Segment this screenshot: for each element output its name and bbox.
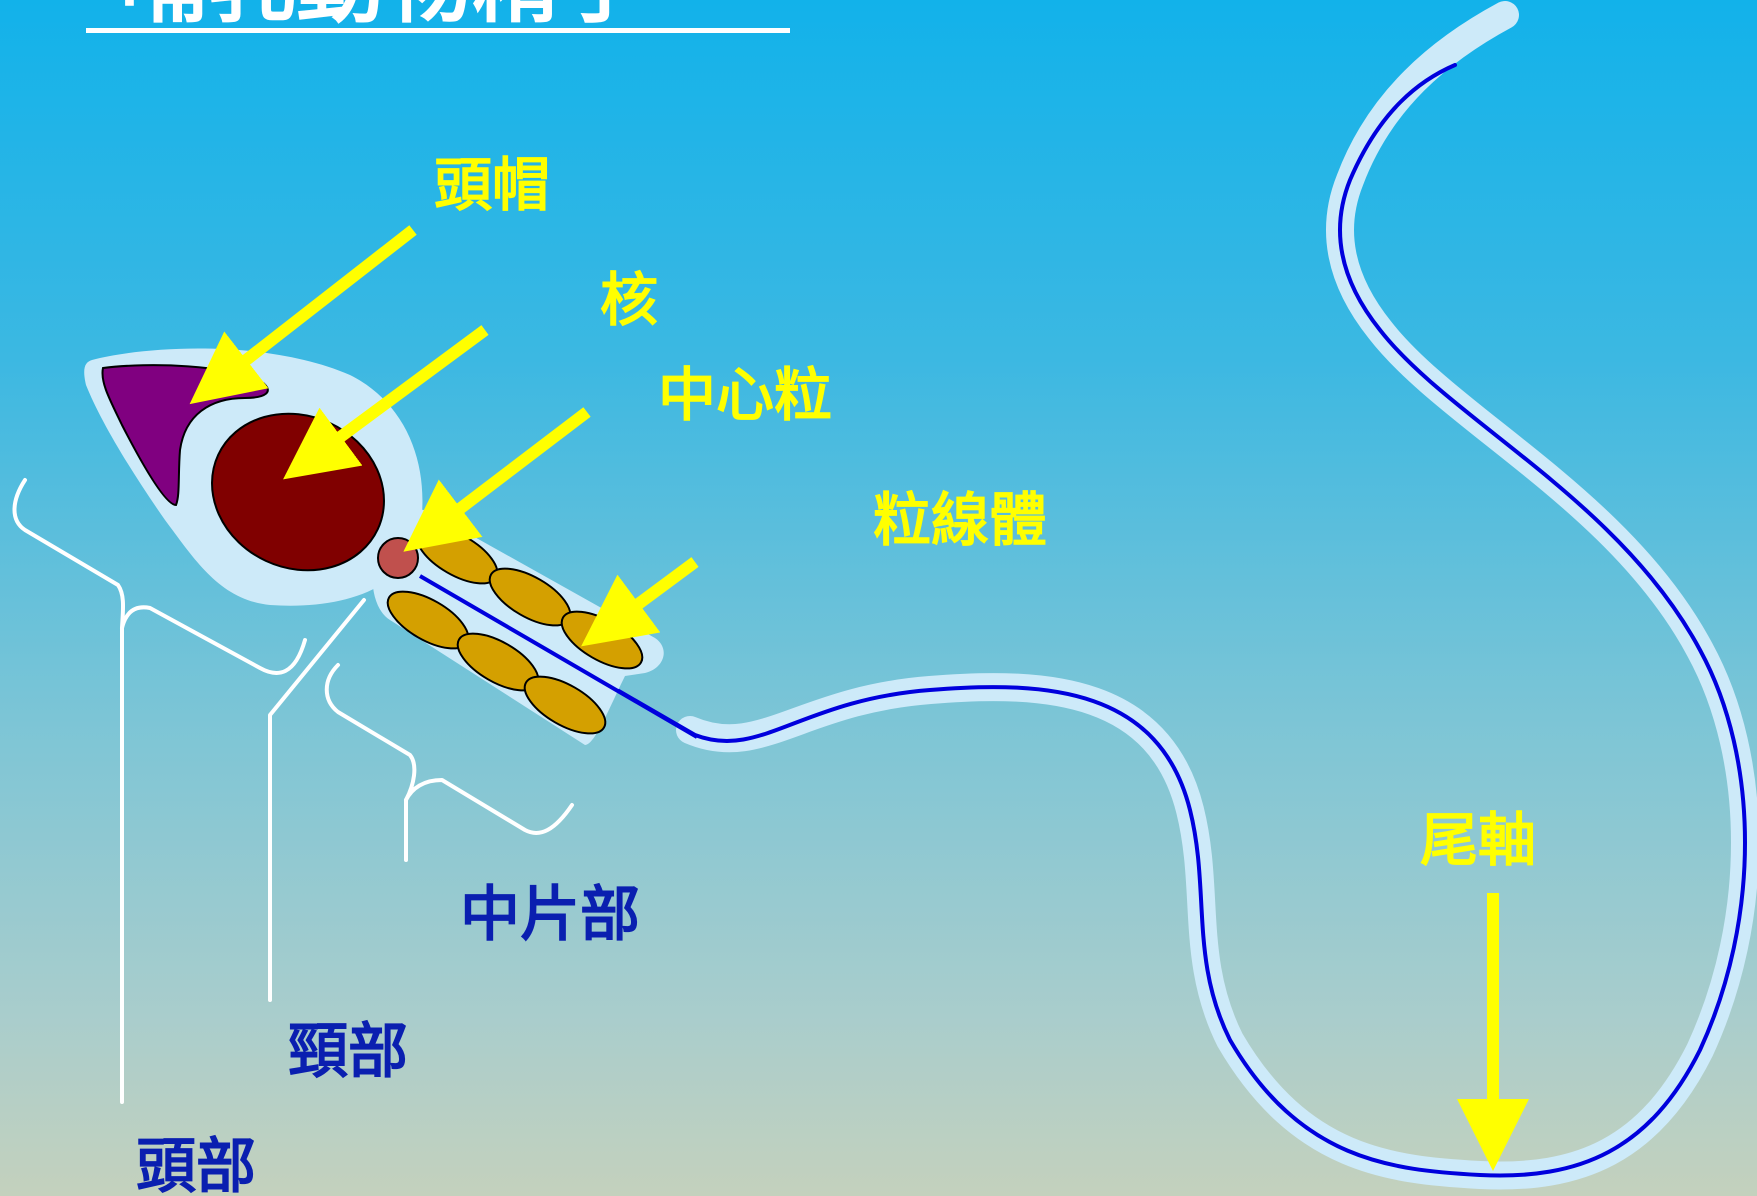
region-brackets [12, 478, 574, 1104]
leader-neck [268, 598, 366, 1002]
bracket-head [12, 478, 307, 675]
tail-axial-filament [418, 63, 1747, 1178]
mitochondrion [523, 675, 607, 735]
pointer-arrows [189, 225, 1529, 1171]
label-nucleus: 核 [600, 266, 658, 334]
structure-labels: 頭帽 核 中心粒 粒線體 尾軸 [434, 151, 1536, 874]
bracket-middle-piece [324, 663, 574, 835]
slide-title: 哺乳動物精子 [86, 0, 790, 35]
arrow-acrosome [189, 225, 417, 405]
arrow-mitochondria [581, 557, 699, 647]
tail [418, 1, 1757, 1190]
label-mitochondria: 粒線體 [873, 486, 1047, 554]
title-underline [86, 28, 790, 33]
arrow-centriole [403, 407, 591, 552]
label-axial-filament: 尾軸 [1420, 806, 1536, 874]
middle-piece [372, 509, 699, 745]
axial-filament-midpiece [418, 574, 699, 739]
label-middle-piece: 中片部 [460, 880, 640, 950]
arrow-nucleus [283, 325, 489, 480]
label-head: 頭部 [136, 1132, 256, 1196]
centriole [377, 537, 419, 579]
region-labels: 中片部 頸部 頭部 [136, 880, 640, 1196]
label-acrosome: 頭帽 [434, 151, 550, 219]
label-centriole: 中心粒 [658, 361, 832, 429]
label-neck: 頸部 [288, 1017, 408, 1087]
tail-membrane [676, 1, 1757, 1190]
sperm-head [84, 348, 423, 606]
